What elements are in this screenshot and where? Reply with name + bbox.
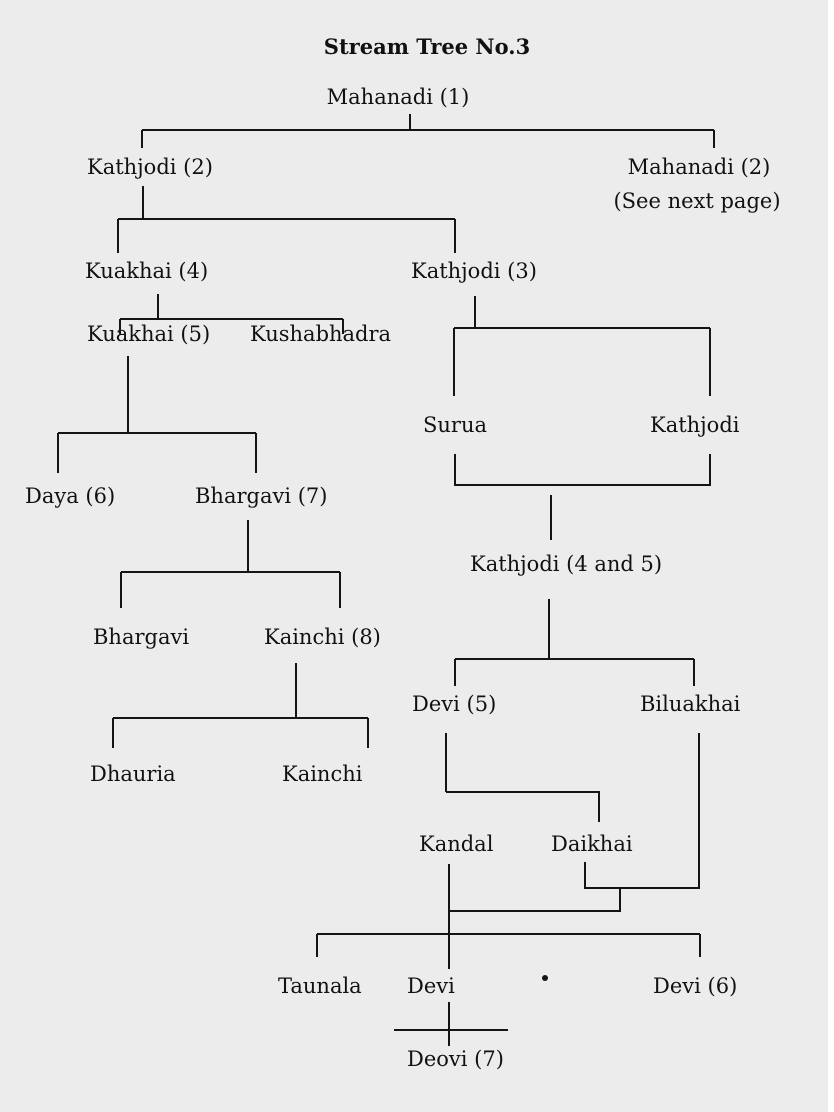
connector-devi-5 bbox=[445, 733, 600, 822]
connector-kathjodi-4-5 bbox=[454, 599, 695, 686]
node-mahanadi-2: Mahanadi (2) bbox=[628, 155, 771, 179]
node-kuakhai-4: Kuakhai (4) bbox=[85, 259, 208, 283]
node-kainchi: Kainchi bbox=[282, 762, 363, 786]
connector-kuakhai-4 bbox=[119, 294, 344, 334]
node-kathjodi-3: Kathjodi (3) bbox=[411, 259, 537, 283]
connector-kuakhai-5 bbox=[57, 356, 257, 473]
connector-kainchi-8 bbox=[112, 663, 369, 748]
node-deovi-7: Deovi (7) bbox=[407, 1047, 504, 1071]
connector-kandal bbox=[316, 864, 701, 969]
node-surua: Surua bbox=[423, 413, 487, 437]
node-bhargavi-7: Bhargavi (7) bbox=[195, 484, 327, 508]
node-devi: Devi bbox=[407, 974, 455, 998]
node-dhauria: Dhauria bbox=[90, 762, 176, 786]
node-devi-6: Devi (6) bbox=[653, 974, 737, 998]
connector-kathjodi-2 bbox=[117, 186, 456, 253]
node-mahanadi-1: Mahanadi (1) bbox=[327, 85, 470, 109]
node-bhargavi: Bhargavi bbox=[93, 625, 189, 649]
connector-devi-crossbar bbox=[394, 1002, 508, 1046]
stray-dot bbox=[542, 975, 548, 981]
node-devi-5: Devi (5) bbox=[412, 692, 496, 716]
node-kandal: Kandal bbox=[419, 832, 494, 856]
connector-bhargavi-7 bbox=[120, 520, 341, 608]
node-kathjodi-2: Kathjodi (2) bbox=[87, 155, 213, 179]
connector-daikhai-biluakhai-merge bbox=[449, 733, 700, 912]
node-kathjodi-4-5: Kathjodi (4 and 5) bbox=[470, 552, 662, 576]
node-taunala: Taunala bbox=[278, 974, 362, 998]
connector-surua-kathjodi-merge bbox=[454, 454, 711, 540]
node-daya-6: Daya (6) bbox=[25, 484, 115, 508]
node-kathjodi-branch: Kathjodi bbox=[650, 413, 740, 437]
connector-kathjodi-3 bbox=[453, 296, 711, 396]
node-kainchi-8: Kainchi (8) bbox=[264, 625, 381, 649]
node-daikhai: Daikhai bbox=[551, 832, 633, 856]
node-kushabhadra: Kushabhadra bbox=[250, 322, 391, 346]
node-kuakhai-5: Kuakhai (5) bbox=[87, 322, 210, 346]
node-biluakhai: Biluakhai bbox=[640, 692, 741, 716]
diagram-title: Stream Tree No.3 bbox=[324, 34, 530, 59]
connector-mahanadi-1 bbox=[141, 114, 715, 148]
node-see-next-page: (See next page) bbox=[613, 189, 780, 213]
